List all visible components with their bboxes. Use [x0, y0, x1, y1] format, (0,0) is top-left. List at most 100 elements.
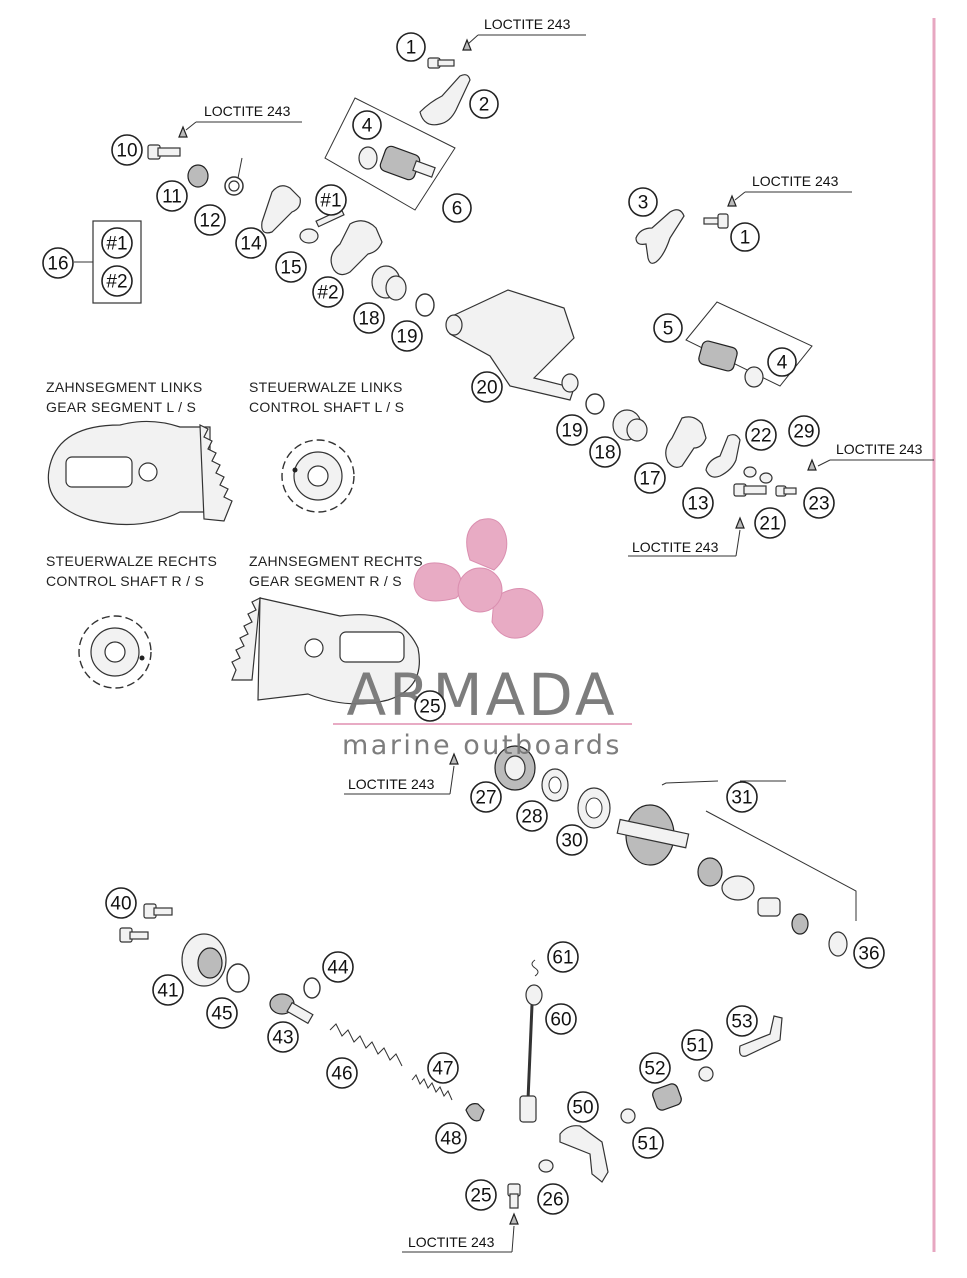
plate-part [261, 185, 301, 234]
svg-text:19: 19 [561, 421, 582, 442]
callout-text: LOCTITE 243 [484, 16, 571, 32]
part-number-12: 12 [194, 204, 226, 236]
washer-part [828, 931, 848, 957]
spring-clip-part [531, 959, 539, 977]
washer-part [538, 1159, 554, 1173]
spring-part [411, 1074, 453, 1101]
svg-text:4: 4 [362, 116, 373, 137]
part-number-5: 5 [653, 313, 683, 343]
part-number-25: 25 [465, 1179, 497, 1211]
svg-text:52: 52 [644, 1059, 665, 1080]
gear-segment-right-drawing [231, 596, 420, 705]
svg-text:27: 27 [475, 788, 496, 809]
group-box-upper [324, 97, 456, 211]
part-number-4: 4 [352, 110, 382, 140]
housing-part [181, 933, 227, 987]
bushing-part [652, 1083, 682, 1111]
section-label-control-shaft-right: STEUERWALZE RECHTS CONTROL SHAFT R / S [46, 553, 217, 589]
svg-text:46: 46 [331, 1064, 352, 1085]
svg-text:CONTROL SHAFT L / S: CONTROL SHAFT L / S [249, 399, 404, 415]
loctite-callout-right-upper: LOCTITE 243 [727, 173, 852, 207]
part-number-1: 1 [396, 32, 426, 62]
svg-text:40: 40 [110, 894, 131, 915]
part-number-46: 46 [326, 1057, 358, 1089]
part-number-group-2: #2 [312, 276, 344, 308]
svg-text:36: 36 [858, 944, 879, 965]
kickstarter-shaft-part [616, 804, 809, 935]
brand-watermark: ARMADA marine outboards [333, 518, 632, 761]
part-number-40: 40 [105, 887, 137, 919]
svg-text:51: 51 [686, 1036, 707, 1057]
shift-shaft-part [445, 289, 579, 401]
part-number-51: 51 [681, 1029, 713, 1061]
part-number-45: 45 [206, 997, 238, 1029]
watermark-tagline: marine outboards [342, 730, 622, 761]
svg-text:44: 44 [327, 958, 349, 979]
part-number-15: 15 [275, 251, 307, 283]
part-number-26: 26 [537, 1183, 569, 1215]
svg-text:25: 25 [470, 1186, 491, 1207]
svg-text:43: 43 [272, 1028, 293, 1049]
spring-part [224, 157, 244, 196]
drop-icon [462, 38, 472, 51]
drop-icon [509, 1212, 519, 1225]
svg-text:CONTROL SHAFT R / S: CONTROL SHAFT R / S [46, 573, 204, 589]
svg-text:1: 1 [406, 38, 417, 59]
loctite-callout-bottom: LOCTITE 243 [402, 1212, 519, 1253]
svg-text:31: 31 [731, 788, 752, 809]
svg-text:30: 30 [561, 831, 582, 852]
part-number-29: 29 [788, 415, 820, 447]
shaft-part [269, 993, 314, 1025]
part-number-labels: 12461011121415#1#2181916#1#2315420191817… [42, 32, 885, 1215]
screw-part [775, 485, 797, 497]
part-number-18: 18 [353, 302, 385, 334]
part-number-19: 19 [391, 320, 423, 352]
shift-lever-part [559, 1125, 609, 1183]
svg-text:53: 53 [731, 1012, 752, 1033]
svg-text:20: 20 [476, 378, 497, 399]
o-ring-part [226, 963, 250, 993]
svg-text:GEAR SEGMENT R / S: GEAR SEGMENT R / S [249, 573, 402, 589]
part-number-3: 3 [628, 187, 658, 217]
part-number-44: 44 [322, 951, 354, 983]
section-label-gear-segment-left: ZAHNSEGMENT LINKS GEAR SEGMENT L / S [46, 379, 203, 415]
o-ring-part [585, 393, 605, 415]
bushing-part [612, 409, 648, 442]
svg-text:5: 5 [663, 319, 674, 340]
svg-text:17: 17 [639, 469, 660, 490]
svg-text:4: 4 [777, 353, 788, 374]
svg-text:22: 22 [750, 426, 771, 447]
spring-part [329, 1023, 403, 1067]
control-shaft-left-drawing [281, 439, 355, 513]
bushing-part [371, 265, 407, 301]
bolt-part [507, 1183, 521, 1209]
svg-text:19: 19 [396, 327, 417, 348]
svg-text:#2: #2 [317, 283, 338, 304]
part-number-13: 13 [682, 487, 714, 519]
svg-text:26: 26 [542, 1190, 563, 1211]
part-number-22: 22 [745, 419, 777, 451]
lever-part [419, 74, 471, 126]
svg-text:21: 21 [759, 514, 780, 535]
svg-text:2: 2 [479, 95, 490, 116]
loctite-callout-center: LOCTITE 243 [344, 752, 459, 795]
svg-text:ZAHNSEGMENT LINKS: ZAHNSEGMENT LINKS [46, 379, 203, 395]
starter-gear-part [494, 745, 536, 791]
svg-text:STEUERWALZE LINKS: STEUERWALZE LINKS [249, 379, 403, 395]
svg-text:12: 12 [199, 211, 220, 232]
part-number-28: 28 [516, 800, 548, 832]
part-number-47: 47 [427, 1052, 459, 1084]
svg-text:11: 11 [162, 187, 182, 208]
loctite-callout-mid: LOCTITE 243 [628, 516, 745, 557]
part-number-group-1: #1 [315, 184, 347, 216]
part-number-20: 20 [471, 371, 503, 403]
svg-text:51: 51 [637, 1134, 658, 1155]
part-number-51: 51 [632, 1127, 664, 1159]
loctite-callout-right-lower: LOCTITE 243 [807, 441, 934, 471]
drop-icon [178, 125, 188, 138]
part-number-16: 16 [42, 247, 74, 279]
svg-text:GEAR SEGMENT L / S: GEAR SEGMENT L / S [46, 399, 196, 415]
svg-text:3: 3 [638, 193, 649, 214]
part-number-23: 23 [803, 487, 835, 519]
shift-rod-part [519, 984, 543, 1123]
